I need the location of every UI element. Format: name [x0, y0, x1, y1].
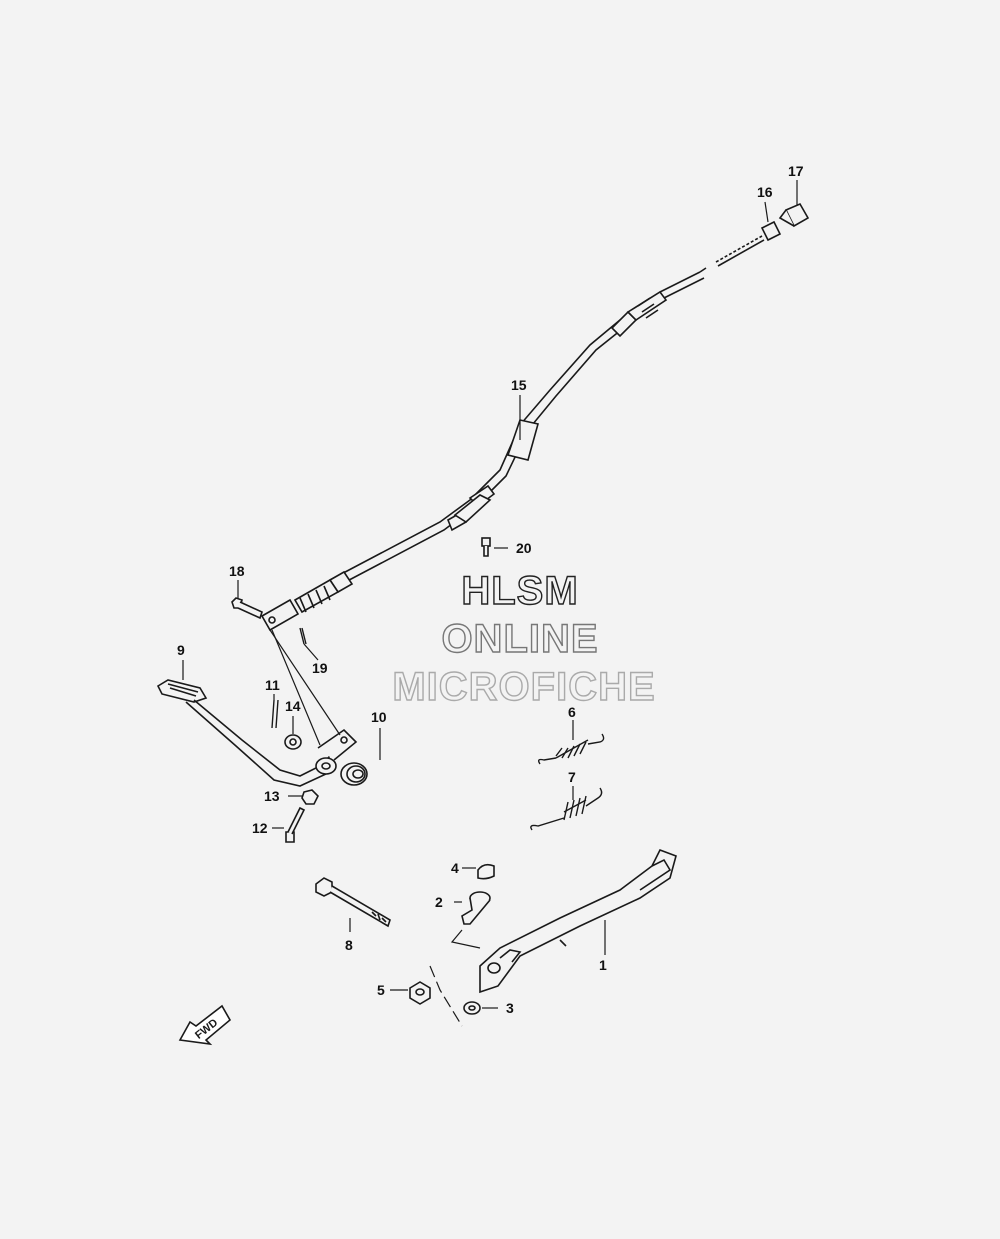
washer-14 [284, 734, 302, 750]
spring-7 [530, 787, 603, 831]
callout-20: 20 [516, 540, 532, 556]
pedal-return-spring [340, 762, 368, 786]
assembly-guide-lines [269, 629, 341, 746]
callout-19: 19 [312, 660, 328, 676]
cable-adjuster-nut [760, 220, 782, 242]
side-stand [479, 848, 677, 994]
callout-13: 13 [264, 788, 280, 804]
nut-13 [301, 789, 319, 805]
callout-18: 18 [229, 563, 245, 579]
callout-7: 7 [568, 769, 576, 785]
callout-5: 5 [377, 982, 385, 998]
brake-cable [260, 235, 765, 632]
callout-14: 14 [285, 698, 301, 714]
callout-labels: 1 2 3 4 5 6 7 8 9 10 11 12 13 14 15 16 1… [177, 163, 804, 1016]
bolt-12 [285, 806, 306, 843]
callout-15: 15 [511, 377, 527, 393]
cap-4 [477, 863, 495, 880]
callout-16: 16 [757, 184, 773, 200]
cotter-pin-upper [299, 627, 307, 645]
cable-end-cap [778, 202, 810, 228]
watermark: HLSM ONLINE MICROFICHE [392, 568, 656, 709]
washer-3 [463, 1001, 481, 1015]
nut-5 [409, 981, 431, 1005]
callout-8: 8 [345, 937, 353, 953]
callout-17: 17 [788, 163, 804, 179]
callout-12: 12 [252, 820, 268, 836]
callout-1: 1 [599, 957, 607, 973]
callout-10: 10 [371, 709, 387, 725]
callout-4: 4 [451, 860, 459, 876]
callout-9: 9 [177, 642, 185, 658]
brake-pedal [156, 679, 358, 787]
long-bolt-8 [315, 877, 391, 928]
watermark-line2: ONLINE [441, 617, 598, 661]
watermark-line1: HLSM [461, 569, 578, 613]
callout-2: 2 [435, 894, 443, 910]
clevis-pin [231, 597, 263, 620]
stand-guide-lines [429, 929, 481, 1027]
small-bolt [481, 537, 491, 557]
fwd-arrow-icon: FWD [178, 1004, 232, 1046]
watermark-line3: MICROFICHE [392, 665, 655, 709]
cotter-pin-lower [271, 699, 279, 729]
pivot-bolt-2 [461, 891, 491, 925]
callout-6: 6 [568, 704, 576, 720]
callout-11: 11 [265, 677, 280, 693]
spring-6 [537, 733, 605, 765]
callout-3: 3 [506, 1000, 514, 1016]
callout-leader-lines [182, 180, 798, 1009]
